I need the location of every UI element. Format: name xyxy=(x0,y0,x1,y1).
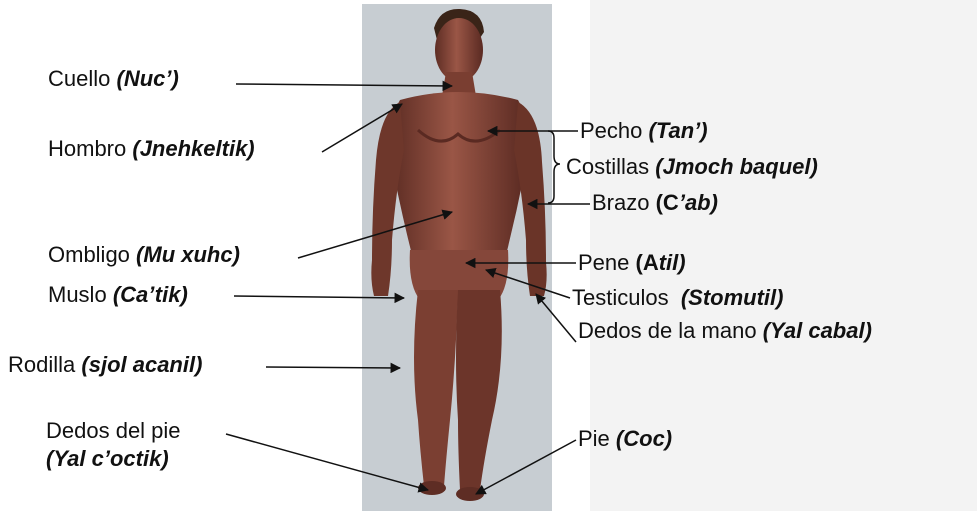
label-testiculos-term: (Stomutil) xyxy=(681,285,784,310)
label-pene-term-a: (A xyxy=(636,250,659,275)
label-muslo-term: (Ca’tik) xyxy=(113,282,188,307)
label-costillas-name: Costillas xyxy=(566,154,649,179)
label-hombro-name: Hombro xyxy=(48,136,126,161)
label-pene: Pene (Atil) xyxy=(578,250,686,276)
label-pie: Pie (Coc) xyxy=(578,426,672,452)
leader-muslo xyxy=(234,296,404,298)
leader-dedosmano xyxy=(536,294,576,342)
label-dedosmano-term: (Yal cabal) xyxy=(763,318,872,343)
label-hombro: Hombro (Jnehkeltik) xyxy=(48,136,255,162)
leader-pie xyxy=(476,440,576,494)
label-rodilla-name: Rodilla xyxy=(8,352,75,377)
label-pie-name: Pie xyxy=(578,426,610,451)
leader-cuello xyxy=(236,84,452,86)
label-rodilla-term: (sjol acanil) xyxy=(81,352,202,377)
label-dedosmano-name: Dedos de la mano xyxy=(578,318,757,343)
label-rodilla: Rodilla (sjol acanil) xyxy=(8,352,202,378)
human-figure xyxy=(371,9,546,501)
label-dedosmano: Dedos de la mano (Yal cabal) xyxy=(578,318,872,344)
label-brazo: Brazo (C’ab) xyxy=(592,190,718,216)
figure-torso xyxy=(392,92,526,255)
figure-foot-right xyxy=(456,487,484,501)
label-ombligo-term: (Mu xuhc) xyxy=(136,242,240,267)
label-muslo: Muslo (Ca’tik) xyxy=(48,282,188,308)
label-dedospie-term: (Yal c’octik) xyxy=(46,446,181,472)
label-dedospie-name: Dedos del pie xyxy=(46,418,181,444)
label-brazo-term-a: (C xyxy=(656,190,679,215)
label-costillas-term: (Jmoch baquel) xyxy=(655,154,818,179)
label-testiculos: Testiculos (Stomutil) xyxy=(572,285,783,311)
leader-rodilla xyxy=(266,367,400,368)
label-cuello-term: (Nuc’) xyxy=(117,66,179,91)
label-dedospie: Dedos del pie (Yal c’octik) xyxy=(46,418,181,472)
label-ombligo-name: Ombligo xyxy=(48,242,130,267)
label-costillas: Costillas (Jmoch baquel) xyxy=(566,154,818,180)
figure-leg-right xyxy=(456,290,502,490)
label-testiculos-name: Testiculos xyxy=(572,285,669,310)
label-pene-term-b: til) xyxy=(659,250,686,275)
label-brazo-name: Brazo xyxy=(592,190,649,215)
label-muslo-name: Muslo xyxy=(48,282,107,307)
label-hombro-term: (Jnehkeltik) xyxy=(132,136,254,161)
label-cuello-name: Cuello xyxy=(48,66,110,91)
label-pecho-name: Pecho xyxy=(580,118,642,143)
leader-brace xyxy=(548,131,560,203)
label-pecho: Pecho (Tan’) xyxy=(580,118,708,144)
leader-dedospie xyxy=(226,434,428,490)
label-cuello: Cuello (Nuc’) xyxy=(48,66,179,92)
label-brazo-term-b: ’ab) xyxy=(679,190,718,215)
figure-leg-left xyxy=(414,290,458,486)
label-ombligo: Ombligo (Mu xuhc) xyxy=(48,242,240,268)
label-pene-name: Pene xyxy=(578,250,629,275)
label-pie-term: (Coc) xyxy=(616,426,672,451)
label-pecho-term: (Tan’) xyxy=(649,118,708,143)
